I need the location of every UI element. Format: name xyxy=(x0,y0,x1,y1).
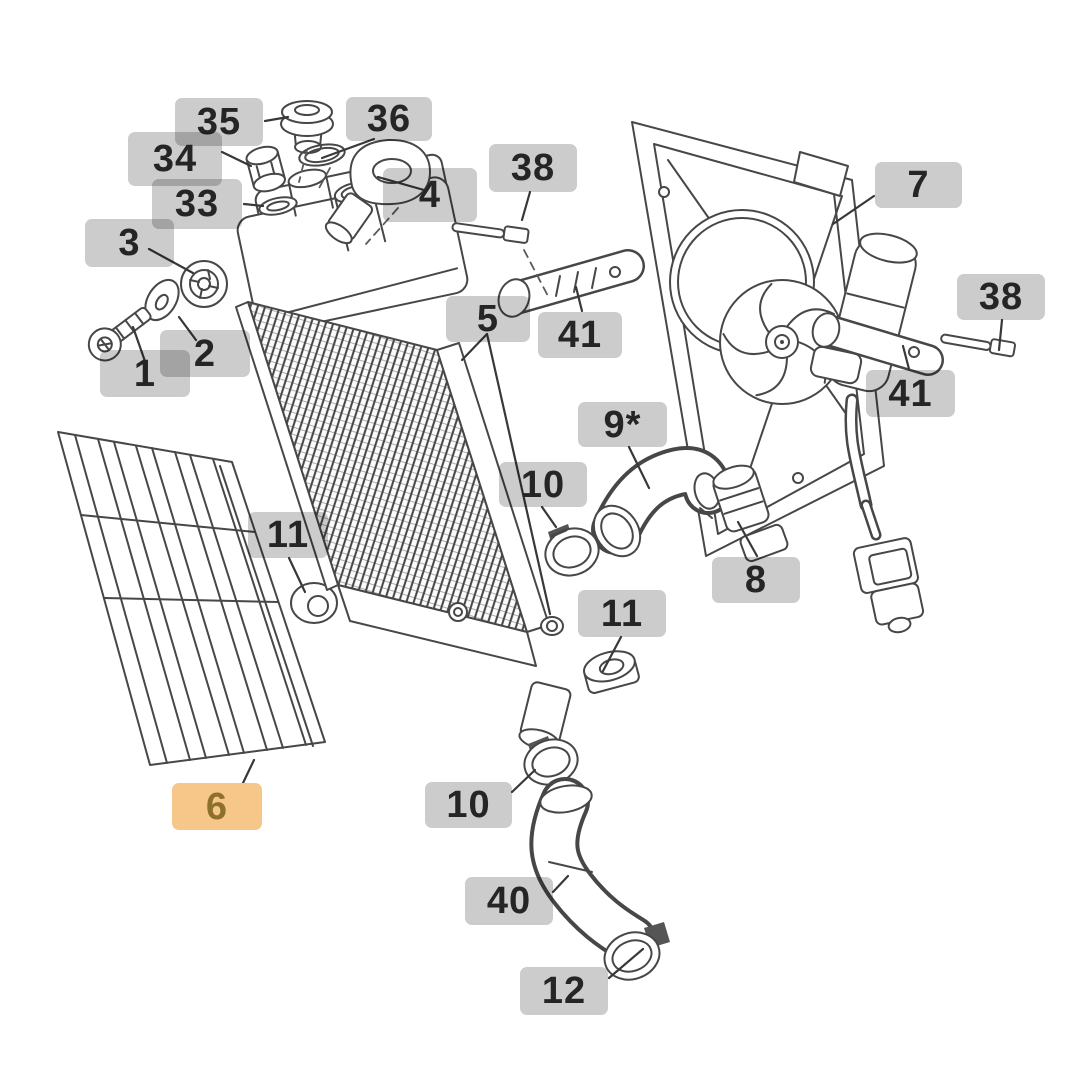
part-callout-11-left[interactable]: 11 xyxy=(248,512,328,558)
elbow-hose-art xyxy=(591,446,733,558)
part-callout-34[interactable]: 34 xyxy=(128,132,222,186)
sensor-art-right xyxy=(940,333,1017,358)
part-callout-4[interactable]: 4 xyxy=(383,168,477,222)
part-callout-7[interactable]: 7 xyxy=(875,162,962,208)
part-callout-1[interactable]: 1 xyxy=(100,350,190,397)
part-callout-33[interactable]: 33 xyxy=(152,179,242,229)
part-callout-35[interactable]: 35 xyxy=(175,98,263,146)
part-callout-5[interactable]: 5 xyxy=(446,296,530,342)
part-callout-36[interactable]: 36 xyxy=(346,97,432,141)
part-callout-3[interactable]: 3 xyxy=(85,219,174,267)
part-callout-12[interactable]: 12 xyxy=(520,967,608,1015)
bracket-art-right xyxy=(809,312,944,385)
part-callout-41-left[interactable]: 41 xyxy=(538,312,622,358)
part-callout-40[interactable]: 40 xyxy=(465,877,553,925)
radiator-guard-art xyxy=(57,431,326,766)
radiator-cap-art xyxy=(280,100,334,154)
thermostat-housing-art xyxy=(324,138,431,245)
radiator-art xyxy=(235,153,572,751)
part-callout-9[interactable]: 9* xyxy=(578,402,667,447)
clamp-art-bottom xyxy=(603,922,670,981)
seal-washer-art xyxy=(258,196,298,216)
fan-wire-connector-art xyxy=(844,393,925,634)
part-callout-41-right[interactable]: 41 xyxy=(866,370,955,417)
fitting-art xyxy=(245,145,286,193)
part-callout-38-right[interactable]: 38 xyxy=(957,274,1045,320)
leader-lines xyxy=(131,115,1004,980)
mount-grommet-art xyxy=(180,260,228,308)
part-callout-11-lower[interactable]: 11 xyxy=(578,590,666,637)
part-callout-8[interactable]: 8 xyxy=(712,557,800,603)
part-callout-38-left[interactable]: 38 xyxy=(489,144,577,192)
part-callout-10-lower[interactable]: 10 xyxy=(425,782,512,828)
clamp-art-upper xyxy=(544,524,600,577)
part-callout-10-upper[interactable]: 10 xyxy=(499,462,587,507)
sensor-art-left xyxy=(451,222,530,244)
clamp-art-lower xyxy=(523,736,579,786)
sleeve-art xyxy=(712,464,770,533)
bolt-art xyxy=(87,306,152,362)
assembly-axis-lines xyxy=(298,149,550,299)
outlet-hose-art xyxy=(529,777,657,965)
nut-art xyxy=(583,650,640,694)
part-callout-2[interactable]: 2 xyxy=(160,330,250,377)
grommet-art xyxy=(290,582,338,624)
bracket-art-left xyxy=(497,249,645,318)
part-callout-6-highlighted[interactable]: 6 xyxy=(172,783,262,830)
